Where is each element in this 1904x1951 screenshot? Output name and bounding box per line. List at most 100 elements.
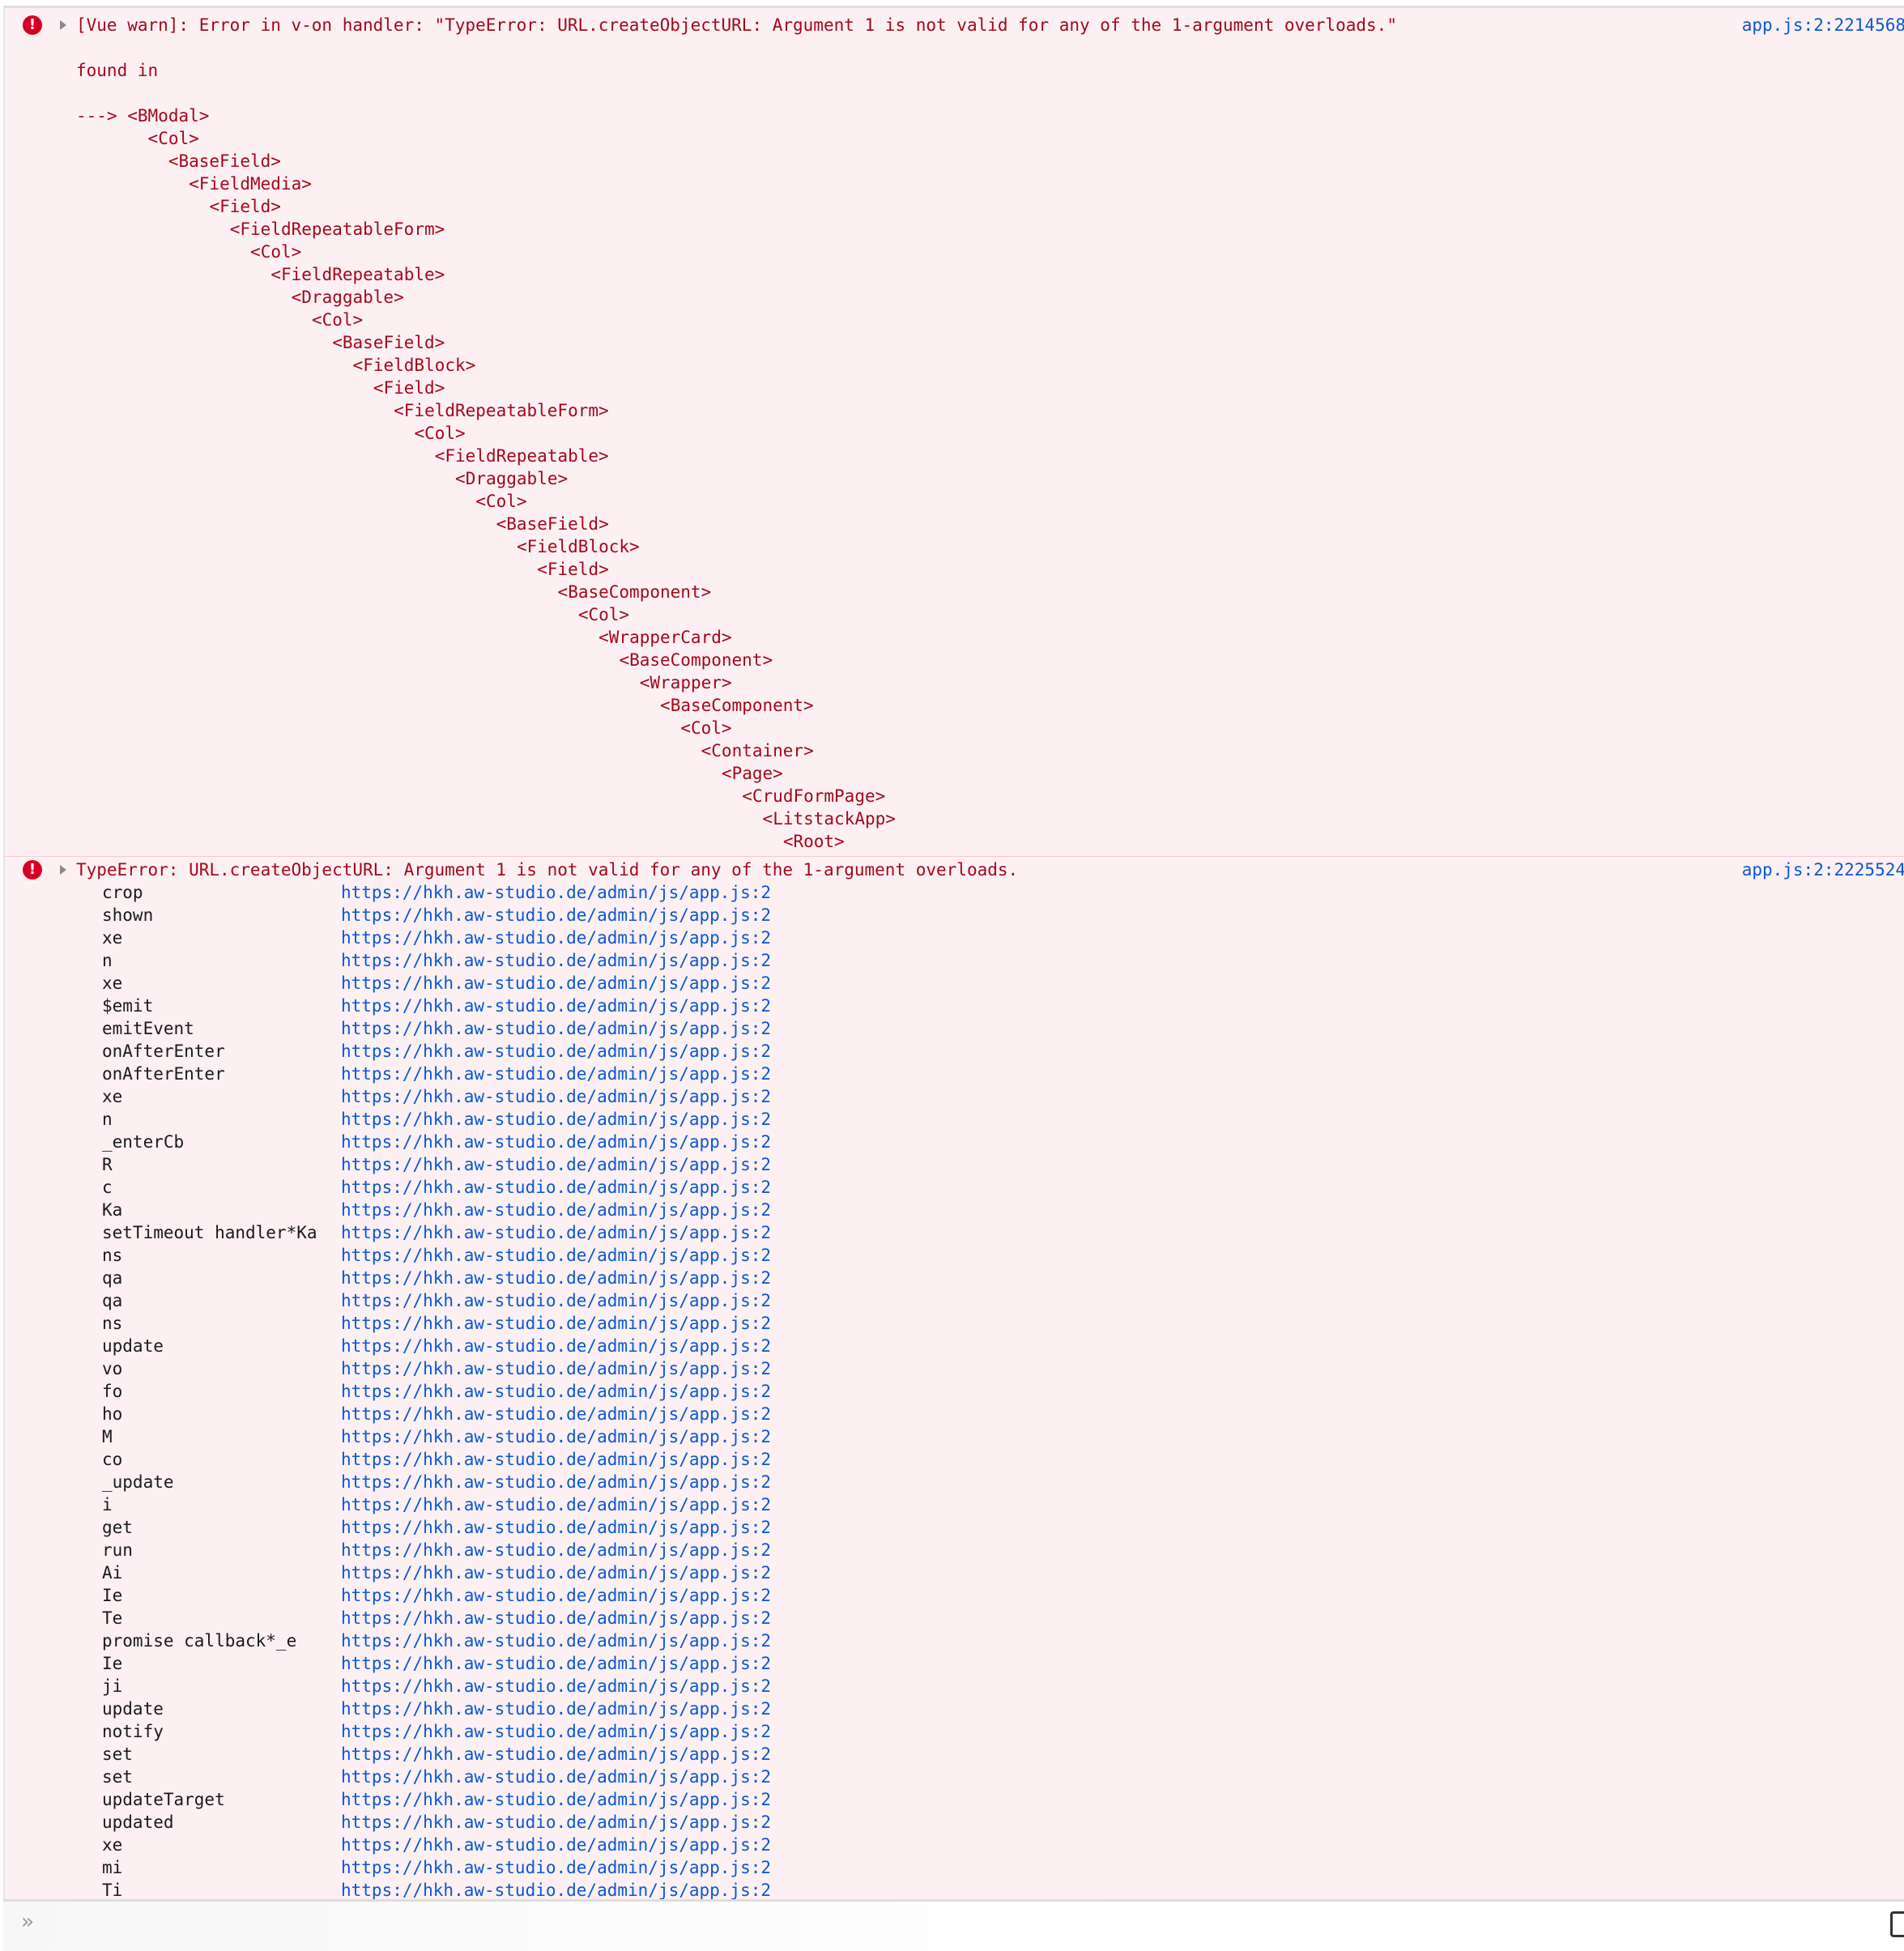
stack-frame-link[interactable]: https://hkh.aw-studio.de/admin/js/app.js… — [341, 1019, 772, 1038]
stack-frame-link[interactable]: https://hkh.aw-studio.de/admin/js/app.js… — [341, 1790, 772, 1809]
component-tree-item: <Field> — [537, 560, 609, 579]
stack-frame-link[interactable]: https://hkh.aw-studio.de/admin/js/app.js… — [341, 905, 772, 925]
stack-frame-link[interactable]: https://hkh.aw-studio.de/admin/js/app.js… — [341, 1155, 772, 1174]
stack-frame-function: ji — [102, 1676, 123, 1696]
component-tree-item: <Col> — [577, 605, 630, 624]
component-tree-item: <BModal> — [127, 106, 210, 126]
source-link[interactable]: app.js:2:2214568 — [1741, 15, 1904, 35]
expand-triangle-icon[interactable] — [60, 20, 66, 30]
stack-frame-function: ho — [102, 1404, 123, 1424]
stack-frame-function: Ai — [102, 1563, 123, 1583]
stack-frame-link[interactable]: https://hkh.aw-studio.de/admin/js/app.js… — [341, 996, 772, 1016]
stack-frame-function: updated — [102, 1813, 174, 1832]
stack-frame-link[interactable]: https://hkh.aw-studio.de/admin/js/app.js… — [341, 1495, 772, 1514]
component-tree-item: <FieldRepeatableForm> — [394, 401, 609, 420]
stack-frame-function: Ie — [102, 1586, 123, 1605]
stack-frame-link[interactable]: https://hkh.aw-studio.de/admin/js/app.js… — [341, 1314, 772, 1333]
stack-frame-link[interactable]: https://hkh.aw-studio.de/admin/js/app.js… — [341, 1518, 772, 1537]
stack-frame-link[interactable]: https://hkh.aw-studio.de/admin/js/app.js… — [341, 1813, 772, 1832]
stack-frame-link[interactable]: https://hkh.aw-studio.de/admin/js/app.js… — [341, 1676, 772, 1696]
component-tree-item: <BaseField> — [168, 151, 281, 171]
stack-frame-link[interactable]: https://hkh.aw-studio.de/admin/js/app.js… — [341, 1291, 772, 1310]
stack-frame-function: get — [102, 1518, 133, 1537]
stack-frame-function: update — [102, 1699, 164, 1719]
stack-frame-link[interactable]: https://hkh.aw-studio.de/admin/js/app.js… — [341, 1450, 772, 1469]
stack-frame-link[interactable]: https://hkh.aw-studio.de/admin/js/app.js… — [341, 1608, 772, 1628]
component-tree-item: <FieldRepeatable> — [270, 265, 445, 284]
stack-frame-function: updateTarget — [102, 1790, 225, 1809]
stack-frame-function: xe — [102, 1835, 123, 1855]
stack-frame-link[interactable]: https://hkh.aw-studio.de/admin/js/app.js… — [341, 973, 772, 993]
message-header: TypeError: URL.createObjectURL: Argument… — [76, 860, 1019, 880]
stack-frame-function: set — [102, 1767, 133, 1787]
stack-frame-link[interactable]: https://hkh.aw-studio.de/admin/js/app.js… — [341, 1858, 772, 1877]
stack-frame-function: xe — [102, 973, 123, 993]
stack-frame-function: fo — [102, 1382, 123, 1401]
message-header: [Vue warn]: Error in v-on handler: "Type… — [76, 15, 1397, 35]
console-input[interactable]: » — [3, 1899, 1904, 1951]
double-chevron-right-icon: » — [21, 1910, 34, 1934]
stack-frame-link[interactable]: https://hkh.aw-studio.de/admin/js/app.js… — [341, 928, 772, 948]
component-tree-item: <BaseField> — [496, 514, 609, 534]
stack-frame-link[interactable]: https://hkh.aw-studio.de/admin/js/app.js… — [341, 1087, 772, 1106]
stack-frame-function: set — [102, 1744, 133, 1764]
stack-frame-link[interactable]: https://hkh.aw-studio.de/admin/js/app.js… — [341, 883, 772, 902]
stack-frame-link[interactable]: https://hkh.aw-studio.de/admin/js/app.js… — [341, 1699, 772, 1719]
stack-frame-function: n — [102, 951, 113, 970]
stack-frame-link[interactable]: https://hkh.aw-studio.de/admin/js/app.js… — [341, 1404, 772, 1424]
stack-frame-function: onAfterEnter — [102, 1064, 225, 1084]
stack-frame-function: Ka — [102, 1200, 123, 1220]
stack-frame-function: onAfterEnter — [102, 1042, 225, 1061]
component-tree-item: <BaseComponent> — [557, 582, 712, 602]
stack-frame-link[interactable]: https://hkh.aw-studio.de/admin/js/app.js… — [341, 1064, 772, 1084]
stack-frame-link[interactable]: https://hkh.aw-studio.de/admin/js/app.js… — [341, 1540, 772, 1560]
stack-frame-link[interactable]: https://hkh.aw-studio.de/admin/js/app.js… — [341, 1654, 772, 1673]
stack-frame-link[interactable]: https://hkh.aw-studio.de/admin/js/app.js… — [341, 1268, 772, 1288]
component-tree-item: <Field> — [209, 197, 281, 216]
stack-frame-link[interactable]: https://hkh.aw-studio.de/admin/js/app.js… — [341, 1722, 772, 1741]
stack-frame-link[interactable]: https://hkh.aw-studio.de/admin/js/app.js… — [341, 1881, 772, 1900]
stack-frame-link[interactable]: https://hkh.aw-studio.de/admin/js/app.js… — [341, 1472, 772, 1492]
stack-frame-link[interactable]: https://hkh.aw-studio.de/admin/js/app.js… — [341, 1586, 772, 1605]
stack-frame-function: xe — [102, 928, 123, 948]
stack-frame-function: _update — [102, 1472, 174, 1492]
stack-frame-link[interactable]: https://hkh.aw-studio.de/admin/js/app.js… — [341, 1178, 772, 1197]
stack-frame-link[interactable]: https://hkh.aw-studio.de/admin/js/app.js… — [341, 1744, 772, 1764]
stack-frame-link[interactable]: https://hkh.aw-studio.de/admin/js/app.js… — [341, 1382, 772, 1401]
stack-frame-link[interactable]: https://hkh.aw-studio.de/admin/js/app.js… — [341, 1563, 772, 1583]
component-tree-item: <BaseField> — [332, 333, 445, 352]
type-error-message: ! TypeError: URL.createObjectURL: Argume… — [5, 857, 1904, 1902]
component-tree-item: <Page> — [721, 764, 783, 783]
stack-frame-link[interactable]: https://hkh.aw-studio.de/admin/js/app.js… — [341, 1110, 772, 1129]
stack-frame-function: notify — [102, 1722, 164, 1741]
component-tree-item: <Col> — [414, 424, 466, 443]
stack-frame-link[interactable]: https://hkh.aw-studio.de/admin/js/app.js… — [341, 1223, 772, 1242]
stack-frame-link[interactable]: https://hkh.aw-studio.de/admin/js/app.js… — [341, 1427, 772, 1446]
stack-frame-link[interactable]: https://hkh.aw-studio.de/admin/js/app.js… — [341, 1336, 772, 1356]
stack-frame-function: M — [102, 1427, 113, 1446]
stack-frame-function: promise callback*_e — [102, 1631, 297, 1651]
vue-warn-message: ! [Vue warn]: Error in v-on handler: "Ty… — [5, 8, 1904, 857]
stack-frame-function: qa — [102, 1268, 123, 1288]
component-tree-item: <BaseComponent> — [660, 696, 814, 715]
stack-frame-function: Te — [102, 1608, 123, 1628]
stack-frame-link[interactable]: https://hkh.aw-studio.de/admin/js/app.js… — [341, 1132, 772, 1152]
stack-frame-link[interactable]: https://hkh.aw-studio.de/admin/js/app.js… — [341, 951, 772, 970]
stack-frame-function: mi — [102, 1858, 123, 1877]
stack-frame-function: R — [102, 1155, 113, 1174]
stack-frame-function: i — [102, 1495, 113, 1514]
stack-frame-link[interactable]: https://hkh.aw-studio.de/admin/js/app.js… — [341, 1631, 772, 1651]
stack-frame-function: qa — [102, 1291, 123, 1310]
stack-frame-link[interactable]: https://hkh.aw-studio.de/admin/js/app.js… — [341, 1246, 772, 1265]
stack-frame-link[interactable]: https://hkh.aw-studio.de/admin/js/app.js… — [341, 1767, 772, 1787]
stack-frame-link[interactable]: https://hkh.aw-studio.de/admin/js/app.js… — [341, 1359, 772, 1378]
source-link[interactable]: app.js:2:2225524 — [1741, 860, 1904, 880]
sidebar-toggle-icon[interactable] — [1890, 1911, 1904, 1937]
stack-frame-link[interactable]: https://hkh.aw-studio.de/admin/js/app.js… — [341, 1835, 772, 1855]
stack-frame-link[interactable]: https://hkh.aw-studio.de/admin/js/app.js… — [341, 1042, 772, 1061]
expand-triangle-icon[interactable] — [60, 865, 66, 875]
arrow: ---> — [76, 106, 117, 126]
stack-frame-function: ns — [102, 1246, 123, 1265]
stack-frame-link[interactable]: https://hkh.aw-studio.de/admin/js/app.js… — [341, 1200, 772, 1220]
stack-frame-function: crop — [102, 883, 143, 902]
